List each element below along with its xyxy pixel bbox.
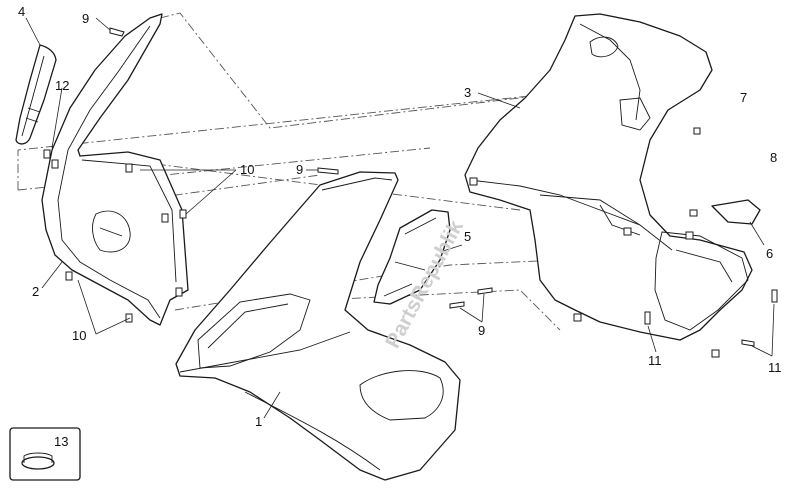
label-2: 2 bbox=[32, 284, 39, 299]
part-5-side-panel bbox=[373, 209, 451, 305]
part-6-plate bbox=[711, 199, 761, 225]
part-13-grommet-box bbox=[9, 427, 81, 481]
label-5: 5 bbox=[464, 229, 471, 244]
part-2-inner-frame bbox=[41, 13, 189, 326]
label-8: 8 bbox=[770, 150, 777, 165]
label-11-right: 11 bbox=[768, 360, 782, 375]
label-10-lower: 10 bbox=[72, 328, 86, 343]
label-13: 13 bbox=[54, 434, 68, 449]
label-12: 12 bbox=[55, 78, 69, 93]
label-3: 3 bbox=[464, 85, 471, 100]
label-4: 4 bbox=[18, 4, 25, 19]
label-10-upper: 10 bbox=[240, 162, 254, 177]
callout-labels: 4 9 12 2 10 10 9 1 5 3 9 7 8 6 11 11 13 bbox=[18, 4, 782, 449]
part-3-upper-fairing bbox=[464, 13, 753, 358]
label-9-lower: 9 bbox=[478, 323, 485, 338]
label-1: 1 bbox=[255, 414, 262, 429]
fasteners bbox=[109, 27, 778, 347]
label-11-center: 11 bbox=[648, 353, 662, 368]
part-1-front-fairing bbox=[175, 171, 461, 481]
label-7: 7 bbox=[740, 90, 747, 105]
label-9-center: 9 bbox=[296, 162, 303, 177]
label-9-top: 9 bbox=[82, 11, 89, 26]
leader-lines bbox=[25, 17, 775, 419]
part-4-side-trim bbox=[15, 44, 57, 145]
label-6: 6 bbox=[766, 246, 773, 261]
